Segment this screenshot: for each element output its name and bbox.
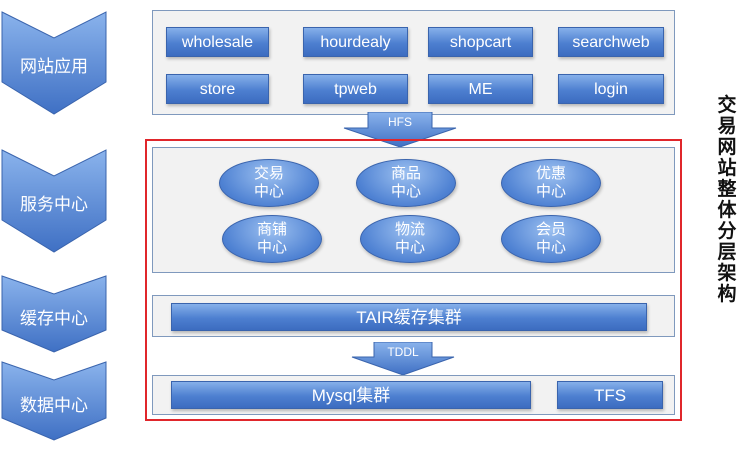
layer-chevron-cache: 缓存中心 (0, 274, 140, 354)
down-arrow-icon (351, 341, 455, 376)
layer-chevron-app: 网站应用 (0, 10, 140, 118)
diagram-title: 交 易 网 站 整 体 分 层 架 构 (712, 95, 742, 305)
service-node-line2: 中心 (535, 183, 566, 200)
app-panel: wholesale hourdealy shopcart searchweb s… (152, 10, 675, 115)
service-node-line1: 商铺 (256, 221, 287, 238)
service-node-line1: 会员 (535, 221, 566, 238)
title-char: 易 (717, 116, 737, 137)
hfs-connector: HFS (340, 111, 460, 148)
layer-chevron-service: 服务中心 (0, 148, 140, 256)
layer-label-cache: 缓存中心 (20, 309, 88, 328)
layer-label-service: 服务中心 (20, 195, 88, 214)
service-node[interactable]: 交易中心 (219, 159, 319, 207)
app-button-shopcart[interactable]: shopcart (428, 27, 533, 57)
tddl-label: TDDL (387, 345, 419, 359)
tddl-connector: TDDL (348, 341, 458, 376)
service-node-line2: 中心 (390, 183, 421, 200)
title-char: 构 (717, 284, 737, 305)
title-char: 分 (717, 221, 737, 242)
title-char: 体 (717, 200, 737, 221)
chevron-down-icon (1, 275, 107, 353)
service-node[interactable]: 物流中心 (360, 215, 460, 263)
service-node-line1: 交易 (253, 165, 284, 182)
service-node[interactable]: 商品中心 (356, 159, 456, 207)
backend-highlight-box (145, 139, 682, 421)
layer-chevron-data: 数据中心 (0, 360, 140, 442)
title-char: 网 (717, 137, 737, 158)
app-button-searchweb[interactable]: searchweb (558, 27, 664, 57)
mysql-cluster-bar[interactable]: Mysql集群 (171, 381, 531, 409)
title-char: 整 (717, 179, 737, 200)
service-node[interactable]: 优惠中心 (501, 159, 601, 207)
chevron-down-icon (1, 149, 107, 253)
storage-panel: Mysql集群 TFS (152, 375, 675, 415)
app-button-wholesale[interactable]: wholesale (166, 27, 269, 57)
app-button-me[interactable]: ME (428, 74, 533, 104)
service-node[interactable]: 商铺中心 (222, 215, 322, 263)
tfs-bar[interactable]: TFS (557, 381, 663, 409)
chevron-down-icon (1, 361, 107, 441)
service-node-line2: 中心 (394, 239, 425, 256)
app-button-hourdealy[interactable]: hourdealy (303, 27, 408, 57)
chevron-down-icon (1, 11, 107, 115)
service-node-line1: 优惠 (535, 165, 566, 182)
cache-panel: TAIR缓存集群 (152, 295, 675, 337)
app-button-login[interactable]: login (558, 74, 664, 104)
title-char: 层 (717, 242, 737, 263)
title-char: 交 (717, 95, 737, 116)
app-button-tpweb[interactable]: tpweb (303, 74, 408, 104)
service-node[interactable]: 会员中心 (501, 215, 601, 263)
service-node-line1: 商品 (390, 165, 421, 182)
app-button-store[interactable]: store (166, 74, 269, 104)
service-panel: 交易中心 商品中心 优惠中心 商铺中心 物流中心 会员中心 (152, 147, 675, 273)
layer-label-data: 数据中心 (20, 396, 88, 415)
service-node-line1: 物流 (394, 221, 425, 238)
service-node-line2: 中心 (256, 239, 287, 256)
tair-cluster-bar[interactable]: TAIR缓存集群 (171, 303, 647, 331)
layer-label-app: 网站应用 (20, 57, 88, 76)
service-node-line2: 中心 (253, 183, 284, 200)
hfs-label: HFS (388, 115, 412, 129)
title-char: 站 (717, 158, 737, 179)
service-node-line2: 中心 (535, 239, 566, 256)
down-arrow-icon (343, 111, 457, 148)
title-char: 架 (717, 263, 737, 284)
